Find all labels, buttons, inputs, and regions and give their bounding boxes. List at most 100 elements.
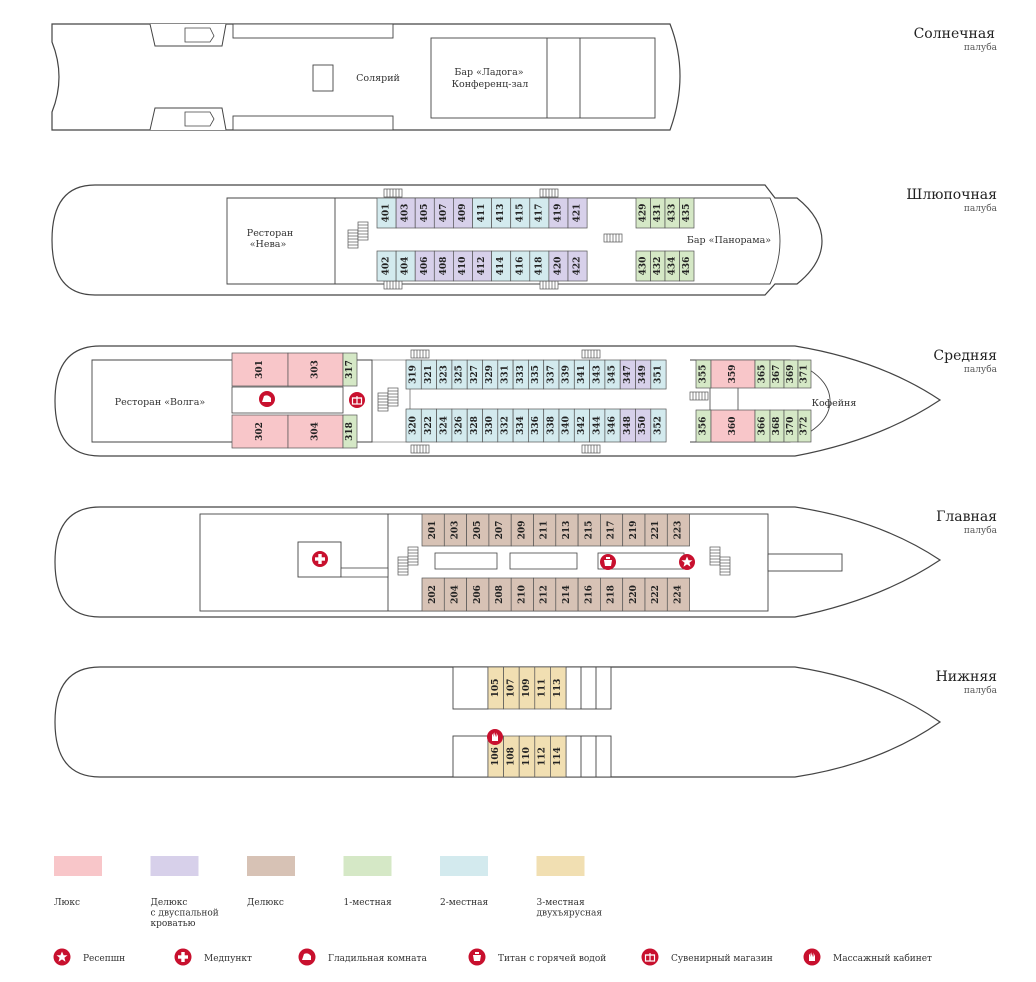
cabin-220[interactable]: 220 bbox=[622, 577, 646, 612]
cabin-407[interactable]: 407 bbox=[433, 197, 454, 229]
cabin-429[interactable]: 429 bbox=[635, 197, 651, 229]
cabin-212[interactable]: 212 bbox=[533, 577, 557, 612]
cabin-368[interactable]: 368 bbox=[769, 409, 785, 443]
cabin-372[interactable]: 372 bbox=[797, 409, 812, 443]
cabin-112[interactable]: 112 bbox=[534, 735, 551, 778]
cabin-215[interactable]: 215 bbox=[577, 513, 601, 547]
cabin-107[interactable]: 107 bbox=[503, 666, 520, 710]
cabin-359[interactable]: 359 bbox=[710, 359, 756, 389]
cabin-412[interactable]: 412 bbox=[472, 250, 492, 282]
cabin-321[interactable]: 321 bbox=[420, 359, 437, 390]
cabin-217[interactable]: 217 bbox=[600, 513, 624, 547]
cabin-209[interactable]: 209 bbox=[510, 513, 534, 547]
cabin-110[interactable]: 110 bbox=[518, 735, 536, 778]
cabin-329[interactable]: 329 bbox=[482, 359, 499, 390]
cabin-218[interactable]: 218 bbox=[600, 577, 624, 612]
cabin-413[interactable]: 413 bbox=[491, 197, 512, 229]
cabin-344[interactable]: 344 bbox=[589, 408, 606, 443]
cabin-202[interactable]: 202 bbox=[421, 577, 445, 612]
cabin-328[interactable]: 328 bbox=[466, 408, 483, 443]
cabin-337[interactable]: 337 bbox=[543, 359, 560, 390]
cabin-411[interactable]: 411 bbox=[472, 197, 492, 229]
cabin-332[interactable]: 332 bbox=[497, 408, 514, 443]
cabin-330[interactable]: 330 bbox=[482, 408, 499, 443]
cabin-325[interactable]: 325 bbox=[451, 359, 468, 390]
cabin-355[interactable]: 355 bbox=[695, 359, 712, 389]
cabin-366[interactable]: 366 bbox=[754, 409, 771, 443]
cabin-367[interactable]: 367 bbox=[769, 359, 785, 389]
cabin-370[interactable]: 370 bbox=[783, 409, 799, 443]
cabin-210[interactable]: 210 bbox=[510, 577, 534, 612]
cabin-211[interactable]: 211 bbox=[533, 513, 557, 547]
cabin-402[interactable]: 402 bbox=[376, 250, 397, 282]
cabin-301[interactable]: 301 bbox=[231, 352, 289, 387]
cabin-435[interactable]: 435 bbox=[679, 197, 695, 229]
cabin-207[interactable]: 207 bbox=[488, 513, 512, 547]
cabin-208[interactable]: 208 bbox=[488, 577, 512, 612]
cabin-415[interactable]: 415 bbox=[510, 197, 531, 229]
cabin-347[interactable]: 347 bbox=[619, 359, 636, 390]
cabin-432[interactable]: 432 bbox=[650, 250, 666, 282]
cabin-221[interactable]: 221 bbox=[644, 513, 668, 547]
cabin-317[interactable]: 317 bbox=[342, 352, 358, 387]
cabin-201[interactable]: 201 bbox=[421, 513, 445, 547]
cabin-434[interactable]: 434 bbox=[664, 250, 680, 282]
cabin-222[interactable]: 222 bbox=[644, 577, 668, 612]
cabin-405[interactable]: 405 bbox=[414, 197, 435, 229]
cabin-323[interactable]: 323 bbox=[436, 359, 453, 390]
cabin-216[interactable]: 216 bbox=[577, 577, 601, 612]
cabin-343[interactable]: 343 bbox=[589, 359, 606, 390]
cabin-205[interactable]: 205 bbox=[466, 513, 490, 547]
cabin-349[interactable]: 349 bbox=[635, 359, 652, 390]
cabin-348[interactable]: 348 bbox=[619, 408, 636, 443]
cabin-404[interactable]: 404 bbox=[395, 250, 416, 282]
cabin-418[interactable]: 418 bbox=[529, 250, 550, 282]
cabin-356[interactable]: 356 bbox=[695, 409, 712, 443]
cabin-408[interactable]: 408 bbox=[433, 250, 454, 282]
cabin-318[interactable]: 318 bbox=[342, 414, 358, 449]
cabin-416[interactable]: 416 bbox=[510, 250, 531, 282]
cabin-326[interactable]: 326 bbox=[451, 408, 468, 443]
cabin-419[interactable]: 419 bbox=[548, 197, 569, 229]
cabin-335[interactable]: 335 bbox=[528, 359, 545, 390]
cabin-333[interactable]: 333 bbox=[512, 359, 529, 390]
cabin-304[interactable]: 304 bbox=[287, 414, 344, 449]
cabin-111[interactable]: 111 bbox=[534, 666, 551, 710]
cabin-331[interactable]: 331 bbox=[497, 359, 514, 390]
cabin-204[interactable]: 204 bbox=[443, 577, 467, 612]
cabin-403[interactable]: 403 bbox=[395, 197, 416, 229]
cabin-320[interactable]: 320 bbox=[405, 408, 422, 443]
cabin-410[interactable]: 410 bbox=[453, 250, 473, 282]
cabin-206[interactable]: 206 bbox=[466, 577, 490, 612]
cabin-422[interactable]: 422 bbox=[567, 250, 588, 282]
cabin-345[interactable]: 345 bbox=[604, 359, 621, 390]
cabin-430[interactable]: 430 bbox=[635, 250, 651, 282]
cabin-303[interactable]: 303 bbox=[287, 352, 344, 387]
cabin-302[interactable]: 302 bbox=[231, 414, 289, 449]
cabin-371[interactable]: 371 bbox=[797, 359, 812, 389]
cabin-350[interactable]: 350 bbox=[635, 408, 652, 443]
cabin-341[interactable]: 341 bbox=[573, 359, 590, 390]
cabin-417[interactable]: 417 bbox=[529, 197, 550, 229]
cabin-369[interactable]: 369 bbox=[783, 359, 799, 389]
cabin-365[interactable]: 365 bbox=[754, 359, 771, 389]
cabin-352[interactable]: 352 bbox=[650, 408, 667, 443]
cabin-421[interactable]: 421 bbox=[567, 197, 588, 229]
cabin-203[interactable]: 203 bbox=[443, 513, 467, 547]
cabin-109[interactable]: 109 bbox=[518, 666, 536, 710]
cabin-219[interactable]: 219 bbox=[622, 513, 646, 547]
cabin-108[interactable]: 108 bbox=[503, 735, 520, 778]
cabin-105[interactable]: 105 bbox=[487, 666, 504, 710]
cabin-224[interactable]: 224 bbox=[666, 577, 690, 612]
cabin-336[interactable]: 336 bbox=[528, 408, 545, 443]
cabin-340[interactable]: 340 bbox=[558, 408, 575, 443]
cabin-322[interactable]: 322 bbox=[420, 408, 437, 443]
cabin-223[interactable]: 223 bbox=[666, 513, 690, 547]
cabin-213[interactable]: 213 bbox=[555, 513, 579, 547]
cabin-360[interactable]: 360 bbox=[710, 409, 756, 443]
cabin-113[interactable]: 113 bbox=[550, 666, 567, 710]
cabin-334[interactable]: 334 bbox=[512, 408, 529, 443]
cabin-319[interactable]: 319 bbox=[405, 359, 422, 390]
cabin-406[interactable]: 406 bbox=[414, 250, 435, 282]
cabin-420[interactable]: 420 bbox=[548, 250, 569, 282]
